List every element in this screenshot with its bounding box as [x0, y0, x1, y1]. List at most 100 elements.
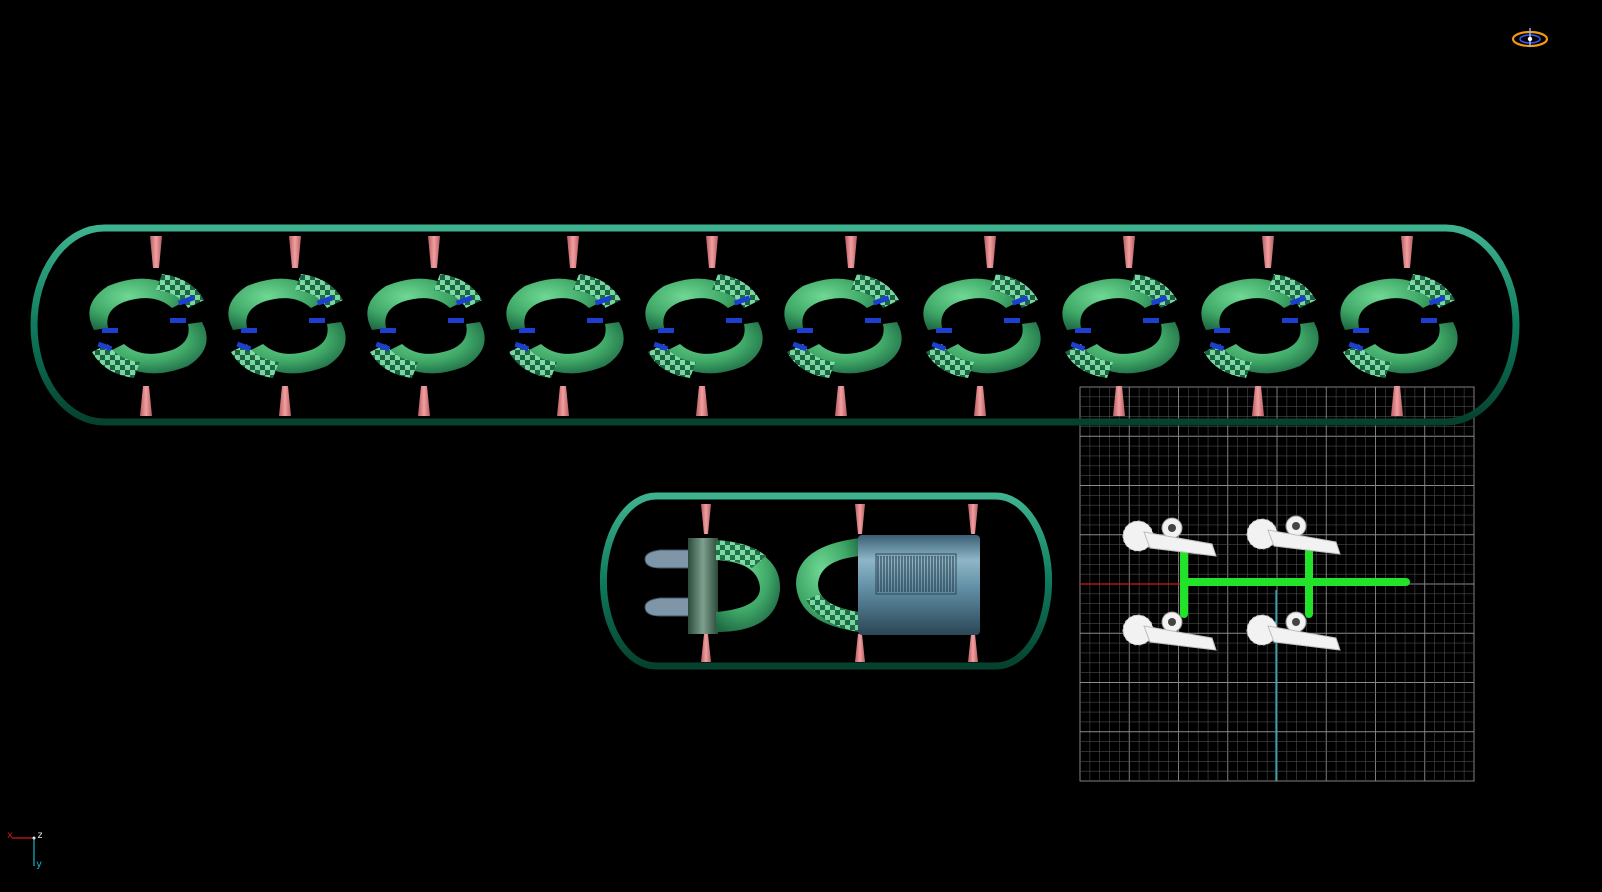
white-bracket-part[interactable] [1246, 611, 1341, 651]
green-ring-module[interactable] [645, 236, 763, 416]
green-frame[interactable] [1180, 548, 1410, 618]
green-ring-module[interactable] [89, 236, 207, 416]
post-bottom [835, 386, 847, 416]
blue-panel [797, 328, 813, 333]
blue-panel [448, 318, 464, 323]
orbit-gizmo-icon[interactable] [1511, 28, 1549, 48]
ring-checker-band [787, 344, 835, 378]
blue-panel [455, 295, 473, 306]
clamp-jaw-upper [644, 549, 691, 569]
blue-panel [170, 318, 186, 323]
ring-segment-upper [1201, 278, 1300, 330]
green-ring-module[interactable] [1062, 236, 1180, 416]
part-arm [1143, 625, 1217, 651]
top-track-modules [89, 236, 1458, 416]
blue-panel [309, 318, 325, 323]
clamp-body [688, 538, 718, 634]
frame-bar-vertical-right [1305, 548, 1313, 618]
post-bottom [696, 386, 708, 416]
post-top [845, 236, 857, 268]
cylinder-drum[interactable] [858, 535, 980, 635]
axis-triad-icon [12, 836, 36, 866]
bottom-track-rail[interactable] [599, 492, 1053, 670]
frame-bar-horizontal [1180, 578, 1410, 586]
ring-segment-upper [89, 278, 188, 330]
blue-panel [241, 328, 257, 333]
ring-segment-lower [108, 322, 207, 374]
ring-checker-band [1065, 344, 1113, 378]
blue-panel [872, 295, 890, 306]
ring-segment-upper [506, 278, 605, 330]
clamp-jaw-lower [644, 597, 691, 617]
blue-panel [1209, 341, 1225, 352]
drum-grille [875, 553, 957, 595]
white-bracket-part[interactable] [1122, 517, 1217, 557]
post-bottom [855, 634, 865, 662]
green-ring-half[interactable] [796, 538, 860, 632]
post-top [150, 236, 162, 268]
green-ring-module[interactable] [1201, 236, 1319, 416]
post-bottom [140, 386, 152, 416]
axis-label-x: x [7, 830, 14, 841]
green-ring-module[interactable] [228, 236, 346, 416]
axis-label-z: z [37, 830, 44, 841]
blue-panel [1143, 318, 1159, 323]
green-ring-module[interactable] [367, 236, 485, 416]
blue-panel [594, 295, 612, 306]
ring-checker-band [648, 344, 696, 378]
post-top [706, 236, 718, 268]
green-ring-module[interactable] [506, 236, 624, 416]
part-arm [1267, 625, 1341, 651]
white-parts [1122, 515, 1341, 651]
green-ring-half[interactable] [716, 540, 781, 632]
blue-panel [102, 328, 118, 333]
blue-panel [380, 328, 396, 333]
blue-panel [1011, 295, 1029, 306]
ring-segment-lower [525, 322, 624, 374]
post-bottom [557, 386, 569, 416]
blue-panel [1282, 318, 1298, 323]
blue-panel [1353, 328, 1369, 333]
green-ring-module[interactable] [923, 236, 1041, 416]
white-bracket-part[interactable] [1246, 515, 1341, 555]
part-hub-hole [1292, 618, 1300, 626]
blue-panel [587, 318, 603, 323]
post-bottom [968, 634, 978, 662]
blue-panel [1004, 318, 1020, 323]
ring-checker-band [509, 344, 557, 378]
green-ring-module[interactable] [784, 236, 902, 416]
blue-panel [936, 328, 952, 333]
top-track-rail[interactable] [30, 224, 1520, 426]
blue-panel [865, 318, 881, 323]
white-bracket-part[interactable] [1122, 611, 1217, 651]
ring-segment-lower [664, 322, 763, 374]
ring-segment-upper [1340, 278, 1439, 330]
bottom-track[interactable] [599, 492, 1053, 670]
post-top [289, 236, 301, 268]
blue-panel [519, 328, 535, 333]
ring-segment-upper [1062, 278, 1161, 330]
top-track[interactable] [30, 224, 1520, 426]
blue-panel [1150, 295, 1168, 306]
post-top [968, 504, 978, 534]
ring-segment-upper [228, 278, 327, 330]
post-top [701, 504, 711, 534]
blue-panel [236, 341, 252, 352]
ring-segment-lower [1220, 322, 1319, 374]
blue-panel [792, 341, 808, 352]
ring-checker-band [926, 344, 974, 378]
green-ring-module[interactable] [1340, 236, 1458, 416]
ring-segment-upper [367, 278, 466, 330]
ring-checker-band [716, 540, 766, 568]
drum-grille-frame [875, 553, 957, 595]
clamp-tool[interactable] [644, 538, 718, 634]
blue-panel [1421, 318, 1437, 323]
blue-panel [931, 341, 947, 352]
blue-panel [1289, 295, 1307, 306]
blue-panel [726, 318, 742, 323]
part-hub-hole [1292, 522, 1300, 530]
blue-panel [1075, 328, 1091, 333]
ring-segment-upper [923, 278, 1022, 330]
